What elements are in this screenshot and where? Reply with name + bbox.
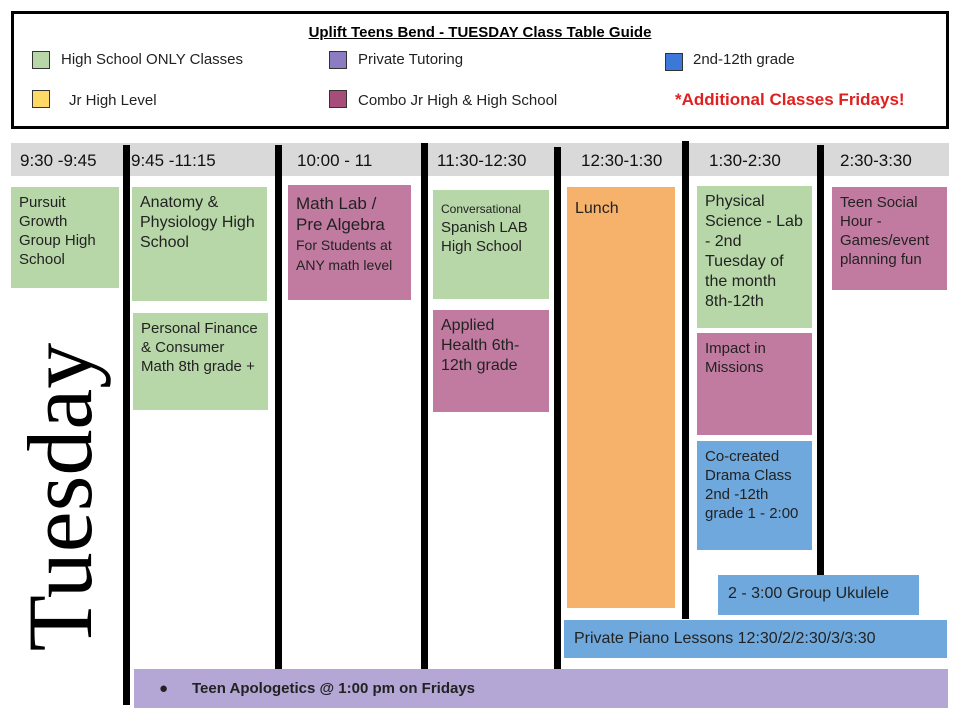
class-pursuit-label: Pursuit Growth Group High School bbox=[19, 194, 96, 268]
time-slot-5: 12:30-1:30 bbox=[581, 151, 663, 170]
time-header-strip bbox=[11, 143, 949, 176]
legend-label-jr-high: Jr High Level bbox=[69, 92, 157, 109]
class-pursuit-growth-group: Pursuit Growth Group High School bbox=[11, 187, 119, 288]
class-spanish-line2: Spanish LAB High School bbox=[441, 219, 528, 255]
time-slot-1: 9:30 -9:45 bbox=[20, 151, 97, 170]
lunch-label: Lunch bbox=[575, 200, 619, 217]
legend-label-2nd-12th: 2nd-12th grade bbox=[693, 51, 795, 68]
time-slot-7: 2:30-3:30 bbox=[840, 151, 912, 170]
legend-swatch-high-school bbox=[32, 51, 50, 69]
class-anatomy-physiology: Anatomy & Physiology High School bbox=[132, 187, 267, 301]
class-finance-label: Personal Finance & Consumer Math 8th gra… bbox=[141, 320, 258, 375]
column-divider bbox=[421, 143, 428, 670]
class-drama-label: Co-created Drama Class 2nd -12th grade 1… bbox=[705, 448, 799, 522]
column-divider bbox=[682, 141, 689, 619]
bullet-icon: ● bbox=[159, 680, 169, 697]
column-divider bbox=[554, 147, 561, 670]
class-teen-social-hour: Teen Social Hour - Games/event planning … bbox=[832, 187, 947, 290]
class-social-label: Teen Social Hour - Games/event planning … bbox=[840, 194, 930, 268]
class-physical-science-label: Physical Science - Lab - 2nd Tuesday of … bbox=[705, 193, 803, 310]
legend-box: Uplift Teens Bend - TUESDAY Class Table … bbox=[11, 11, 949, 129]
day-label: Tuesday bbox=[0, 337, 120, 657]
fridays-note: *Additional Classes Fridays! bbox=[675, 90, 905, 109]
class-drama: Co-created Drama Class 2nd -12th grade 1… bbox=[697, 441, 812, 550]
legend-swatch-private-tutoring bbox=[329, 51, 347, 69]
class-impact-label: Impact in Missions bbox=[705, 340, 766, 376]
column-divider bbox=[275, 145, 282, 670]
day-label-text: Tuesday bbox=[9, 342, 111, 652]
legend-label-combo: Combo Jr High & High School bbox=[358, 92, 558, 109]
class-ukulele-label: 2 - 3:00 Group Ukulele bbox=[728, 585, 889, 602]
class-group-ukulele: 2 - 3:00 Group Ukulele bbox=[718, 575, 919, 615]
legend-title: Uplift Teens Bend - TUESDAY Class Table … bbox=[308, 24, 652, 41]
column-divider bbox=[123, 145, 130, 705]
class-piano-label: Private Piano Lessons 12:30/2/2:30/3/3:3… bbox=[574, 630, 876, 647]
class-math-lab-title: Math Lab / Pre Algebra bbox=[296, 194, 385, 234]
legend-label-high-school: High School ONLY Classes bbox=[61, 51, 244, 68]
class-math-lab: Math Lab / Pre Algebra For Students at A… bbox=[288, 185, 411, 300]
class-conversational-spanish: Conversational Spanish LAB High School bbox=[433, 190, 549, 299]
teen-apologetics-label: Teen Apologetics @ 1:00 pm on Fridays bbox=[192, 680, 476, 697]
teen-apologetics-banner: ● Teen Apologetics @ 1:00 pm on Fridays bbox=[134, 669, 948, 708]
class-math-lab-subtitle: For Students at ANY math level bbox=[296, 237, 393, 273]
class-physical-science: Physical Science - Lab - 2nd Tuesday of … bbox=[697, 186, 812, 328]
class-anatomy-label: Anatomy & Physiology High School bbox=[140, 194, 255, 251]
time-slot-3: 10:00 - 11 bbox=[297, 151, 373, 170]
column-divider bbox=[817, 145, 824, 575]
class-private-piano: Private Piano Lessons 12:30/2/2:30/3/3:3… bbox=[564, 620, 947, 658]
time-slot-4: 11:30-12:30 bbox=[437, 151, 527, 170]
legend-label-private-tutoring: Private Tutoring bbox=[358, 51, 464, 68]
class-personal-finance: Personal Finance & Consumer Math 8th gra… bbox=[133, 313, 268, 410]
time-slot-2: 9:45 -11:15 bbox=[131, 151, 216, 170]
lunch-block: Lunch bbox=[567, 187, 675, 608]
legend-swatch-combo bbox=[329, 90, 347, 108]
time-slot-6: 1:30-2:30 bbox=[709, 151, 781, 170]
class-applied-health: Applied Health 6th-12th grade bbox=[433, 310, 549, 412]
class-spanish-line1: Conversational bbox=[441, 202, 522, 216]
class-impact-in-missions: Impact in Missions bbox=[697, 333, 812, 435]
class-health-label: Applied Health 6th-12th grade bbox=[441, 317, 520, 374]
legend-swatch-jr-high bbox=[32, 90, 50, 108]
legend-swatch-2nd-12th bbox=[665, 53, 683, 71]
